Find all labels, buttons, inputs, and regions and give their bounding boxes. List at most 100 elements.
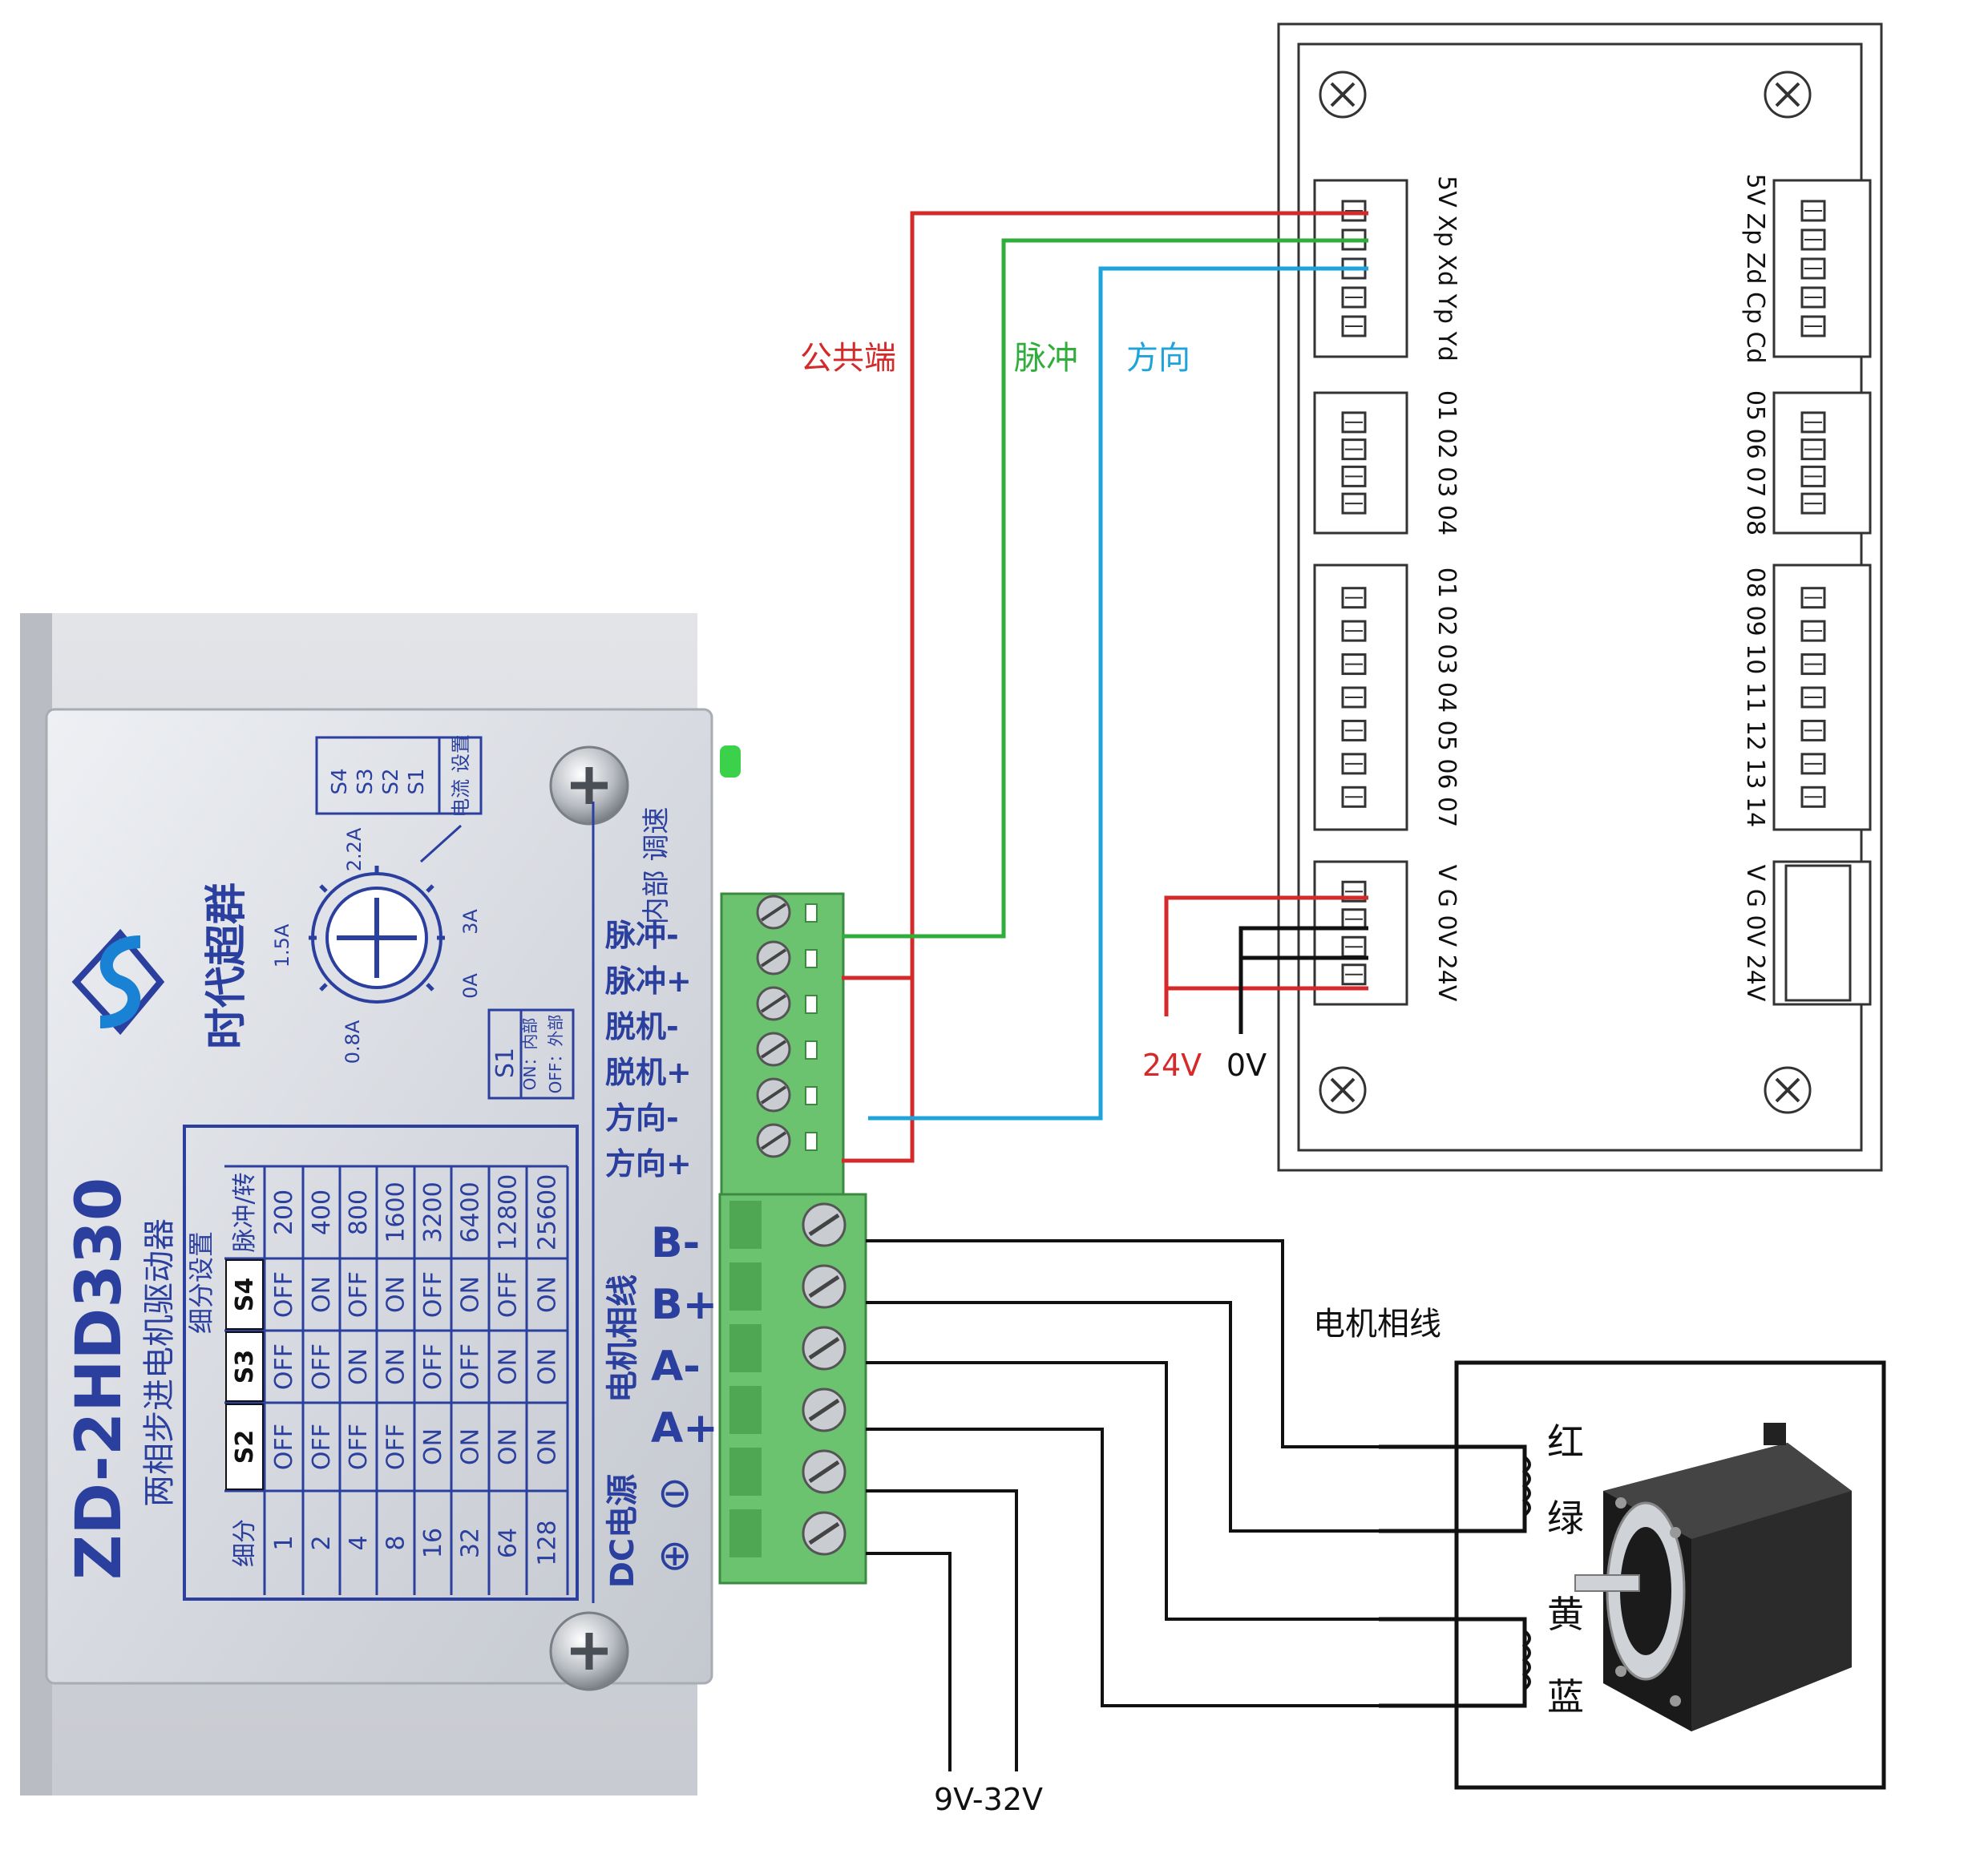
power-24v-wires: 24V 0V	[1142, 895, 1368, 1083]
signal-terminal-screw	[756, 1123, 818, 1158]
table-cell: 32	[457, 1528, 485, 1558]
model-name: ZD-2HD330	[63, 1177, 135, 1580]
table-cell: 2	[308, 1535, 336, 1550]
signal-terminal-label: 脉冲+	[605, 963, 692, 999]
phase-terminal-label: A+	[651, 1404, 718, 1452]
controller-connector: 5V Xp Xd Yp Yd	[1313, 176, 1461, 362]
signal-terminal-screw	[756, 986, 818, 1021]
motion-controller: 5V Xp Xd Yp Yd 01 02 03 04 01 02 03 04 05 …	[1277, 22, 1883, 1172]
phase-terminal-label: A-	[651, 1343, 701, 1391]
wire-b-plus	[866, 1301, 1379, 1533]
power-terminal-label: ⊖	[657, 1469, 693, 1517]
pulse-wire	[842, 238, 1368, 939]
table-cell: ON	[345, 1348, 373, 1385]
table-cell: 1600	[382, 1181, 410, 1242]
controller-pin-labels: 08 09 10 11 12 13 14	[1741, 568, 1769, 827]
table-cell: ON	[534, 1276, 562, 1313]
pulse-wire-label: 脉冲	[1014, 340, 1078, 377]
table-cell: 4	[345, 1535, 373, 1550]
microstep-title: 细分设置	[186, 1231, 216, 1334]
table-cell: ON	[419, 1428, 447, 1465]
table-cell: 3200	[419, 1181, 447, 1242]
motor-wire-color-label: 红	[1547, 1420, 1584, 1464]
mounting-hole	[1319, 1066, 1367, 1114]
current-switch-label: S3	[354, 768, 378, 794]
table-cell: OFF	[308, 1424, 336, 1470]
power-terminal-screw	[729, 1448, 847, 1496]
table-cell: ON	[382, 1276, 410, 1313]
controller-connector: 01 02 03 04	[1313, 390, 1461, 535]
label-0v: 0V	[1226, 1048, 1267, 1083]
current-setting-title: 电流 设置	[450, 734, 472, 818]
dial-label: 1.5A	[271, 923, 293, 967]
signal-terminal-label: 脉冲-	[605, 918, 679, 953]
table-cell: OFF	[382, 1424, 410, 1470]
dial-label: 0.8A	[341, 1020, 364, 1064]
table-cell: OFF	[270, 1343, 298, 1390]
table-cell: ON	[382, 1348, 410, 1385]
wire-b-minus	[866, 1239, 1379, 1448]
current-switch-label: S4	[328, 768, 352, 794]
motor-phase-label: 电机相线	[1313, 1306, 1441, 1343]
signal-terminal-screw	[756, 1032, 818, 1067]
wire-dc-minus	[866, 1489, 1018, 1771]
table-header: S4	[231, 1278, 259, 1311]
table-header: S2	[231, 1430, 259, 1464]
table-header: S3	[231, 1350, 259, 1383]
table-cell: 1	[270, 1535, 298, 1550]
table-cell: OFF	[345, 1271, 373, 1318]
direction-wire-label: 方向	[1126, 340, 1190, 377]
phase-group-label: 电机相线	[604, 1274, 641, 1403]
table-cell: 16	[419, 1528, 447, 1558]
controller-pin-labels: V G 0V 24V	[1432, 865, 1461, 1002]
table-cell: OFF	[270, 1424, 298, 1470]
table-cell: OFF	[308, 1343, 336, 1390]
brand-name: 时代超群	[203, 883, 251, 1049]
table-cell: 64	[495, 1528, 523, 1558]
power-terminal-screw	[729, 1324, 847, 1372]
signal-terminal-screw	[756, 895, 818, 930]
table-cell: ON	[495, 1348, 523, 1385]
mounting-hole	[1764, 71, 1812, 119]
controller-connector: V G 0V 24V	[1313, 860, 1461, 1006]
phase-terminal-label: B+	[651, 1281, 717, 1329]
power-terminal-screw	[729, 1386, 847, 1434]
table-cell: ON	[534, 1428, 562, 1465]
internal-speed-label: 内部 调速	[640, 807, 673, 925]
driver-screw-top	[549, 745, 629, 826]
controller-connector: 01 02 03 04 05 06 07	[1313, 563, 1461, 831]
table-cell: ON	[457, 1428, 485, 1465]
current-switch-label: S2	[379, 768, 403, 794]
wire-24v-top	[1164, 895, 1368, 1016]
mounting-hole	[1764, 1066, 1812, 1114]
table-header: 脉冲/转	[231, 1172, 259, 1252]
label-24v: 24V	[1142, 1048, 1202, 1083]
table-cell: 25600	[534, 1174, 562, 1250]
signal-terminal-screw	[756, 1077, 818, 1113]
driver-subtitle: 两相步进电机驱动器	[141, 1218, 178, 1507]
table-cell: OFF	[345, 1424, 373, 1470]
signal-terminal-label: 方向-	[605, 1101, 679, 1136]
table-cell: 128	[534, 1520, 562, 1565]
s1-off-label: OFF：外部	[546, 1015, 565, 1094]
s1-switch-panel: S1 ON：内部 OFF：外部	[487, 1008, 575, 1100]
table-cell: 800	[345, 1190, 373, 1235]
common-wire	[842, 211, 1368, 1163]
table-cell: ON	[495, 1428, 523, 1465]
table-cell: ON	[308, 1276, 336, 1313]
driver-screw-bottom	[549, 1611, 629, 1691]
controller-pin-labels: 5V Xp Xd Yp Yd	[1432, 176, 1461, 362]
controller-connector: 5V Zp Zd Cp Cd	[1741, 174, 1872, 363]
power-terminal-screw	[729, 1201, 847, 1249]
table-cell: 12800	[495, 1174, 523, 1250]
power-terminal-screw	[729, 1509, 847, 1557]
signal-terminal-block	[720, 892, 845, 1200]
dial-label: 0A	[459, 973, 482, 999]
current-switch-label: S1	[405, 768, 429, 794]
power-terminal-screw	[729, 1262, 847, 1311]
table-cell: OFF	[270, 1271, 298, 1318]
coil-a	[1379, 1617, 1531, 1708]
